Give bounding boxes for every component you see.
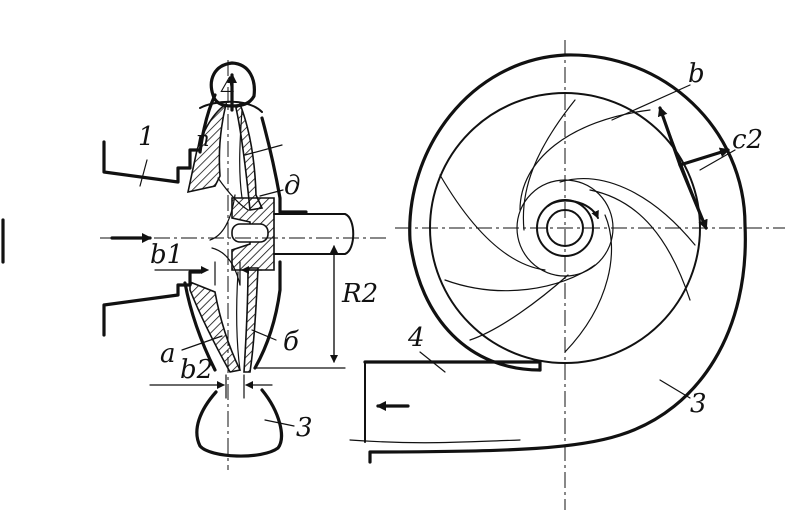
volute-outline [368,53,747,464]
leader-b [251,329,277,341]
outlet-pipe-flange [349,439,521,444]
flow-curve-3 [211,247,241,286]
section-view: 1 n Δ д b1 R2 а б b2 3 [1,60,390,470]
front-disk-upper [186,102,228,194]
leader-3-left [264,419,295,427]
blade-3 [564,214,613,353]
blade-7 [589,189,691,301]
blade-edge-lower [236,271,241,371]
leader-a [181,335,223,351]
label-width-inlet: b1 [150,240,183,270]
blade-4 [444,264,596,292]
shaft-keyway [231,223,269,243]
label-front-disk: а [160,339,176,369]
label-hub: д [284,171,300,201]
casing-back-upper [260,116,308,214]
leader-1 [139,159,148,187]
label-casing-inlet: 1 [138,122,155,152]
leader-3-right [659,379,691,399]
inlet-pipe-lower [102,270,202,337]
back-disk-lower [243,267,259,373]
shaft [273,213,355,255]
rotation-arrow [547,199,599,219]
label-blade: b [688,59,705,89]
casing-back-lower [253,260,282,370]
leader-4 [419,351,446,373]
label-volute: 3 [690,389,707,419]
outlet-pipe-top [363,360,542,372]
leader-blade [611,84,691,121]
label-width-outlet: b2 [180,355,213,385]
blade-edge-upper [239,109,243,199]
blade-6 [522,99,576,231]
leader-blade-left [244,144,283,156]
volute-section-bottom [195,388,284,458]
velocity-w2 [678,147,730,167]
front-disk-lower [189,280,242,373]
label-velocity: c2 [732,125,763,155]
label-volute-section: 3 [296,413,313,443]
blade-1 [519,109,651,211]
blade-2 [559,178,696,246]
label-back-disk: б [283,327,299,357]
casing-front-lower [183,281,217,372]
inlet-pipe-upper [102,140,202,184]
velocity-triangle-side [659,107,707,229]
front-view: b c2 4 3 [349,40,785,510]
label-radius: R2 [341,279,378,309]
blade-5 [439,174,546,271]
label-wheel-top: n [196,127,210,151]
leader-c2 [699,149,736,171]
leader-hub [259,189,284,197]
blade-8 [469,274,569,341]
label-outlet-pipe: 4 [407,323,425,353]
label-outlet-gap: Δ [220,73,236,97]
impeller-blades [439,99,696,353]
